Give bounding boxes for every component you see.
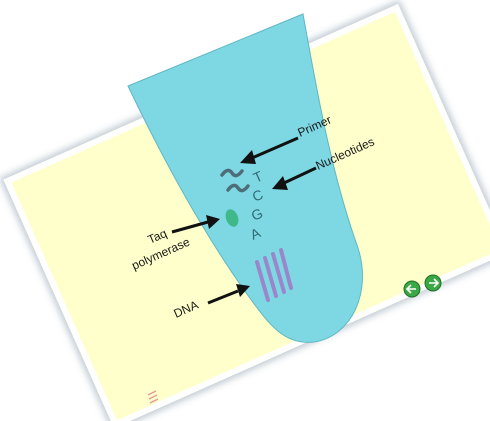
page-marker-icon bbox=[147, 390, 159, 404]
back-arrow-icon bbox=[405, 284, 416, 294]
primer-strand bbox=[220, 168, 250, 193]
taq-polymerase-shape bbox=[225, 209, 239, 227]
pcr-tube bbox=[127, 13, 363, 343]
nucleotides-arrow bbox=[272, 166, 317, 190]
forward-button[interactable] bbox=[424, 274, 442, 292]
primer-arrow bbox=[240, 136, 299, 164]
forward-arrow-icon bbox=[429, 278, 440, 288]
dna-strands bbox=[255, 248, 293, 302]
label-dna: DNA bbox=[172, 298, 201, 321]
back-button[interactable] bbox=[403, 280, 421, 298]
dna-arrow bbox=[207, 284, 250, 305]
taq-arrow bbox=[171, 215, 220, 234]
